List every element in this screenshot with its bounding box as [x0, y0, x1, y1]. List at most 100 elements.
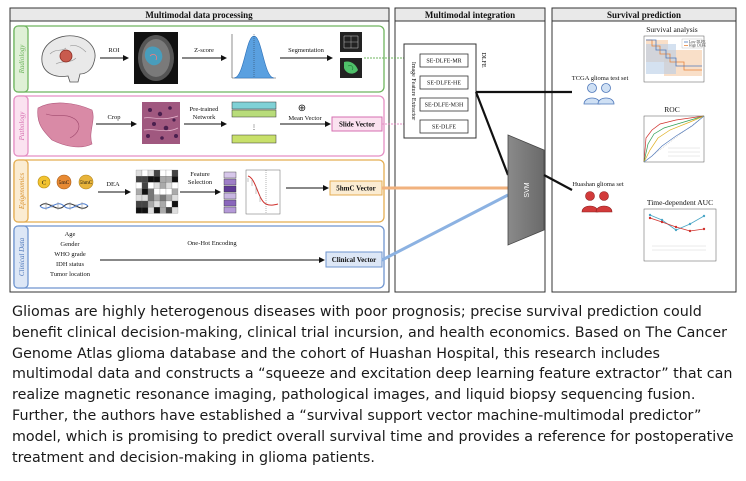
- km-legend-low: Low DLFE: [689, 40, 706, 44]
- heatmap-cell: [153, 176, 161, 183]
- clinical-field-age: Age: [65, 231, 76, 238]
- epigenomics-side-label: Epigenomics: [18, 173, 26, 210]
- huashan-set-label: Huashan glioma set: [572, 181, 623, 188]
- 5mc-label: 5mC: [59, 180, 70, 186]
- heatmap-cell: [147, 182, 155, 189]
- heatmap-cell: [171, 176, 179, 183]
- heatmap-cell: [147, 207, 155, 214]
- heatmap-cell: [147, 176, 155, 183]
- selected-features-bar: [223, 171, 237, 214]
- heatmap-cell: [153, 188, 161, 195]
- extractor-se-dlfe-he: [419, 75, 469, 90]
- brain-icon: [41, 35, 96, 83]
- heatmap-cell: [159, 200, 167, 208]
- clinical-field-tumor-location: Tumor location: [50, 271, 91, 278]
- extractor-se-dlfe-mr: [419, 53, 469, 68]
- dna-icon: [39, 202, 89, 210]
- heatmap-cell: [135, 176, 143, 183]
- dlfe-label: DLFE: [480, 53, 486, 68]
- dea-label: DEA: [106, 181, 120, 188]
- auc-curve-plot: [643, 208, 717, 262]
- segmentation-images: [340, 32, 362, 78]
- heatmap-cell: [171, 188, 179, 195]
- clinical-field-gender: Gender: [60, 241, 80, 248]
- histology-patch-image: [142, 102, 180, 144]
- distribution-plot: [231, 34, 276, 79]
- heatmap-cell: [171, 200, 179, 208]
- 5hmc-label: 5hmC: [80, 181, 93, 186]
- heatmap-cell: [171, 169, 179, 177]
- clinical-field-idh-status: IDH status: [56, 261, 84, 268]
- heatmap-cell: [147, 200, 155, 208]
- survival-title: Survival analysis: [646, 25, 698, 34]
- lasso-curve-plot: [245, 169, 281, 215]
- heatmap-cell: [141, 200, 149, 208]
- extractor-se-dlfe-mr-label: SE-DLFE-MR: [426, 59, 461, 65]
- heatmap-cell: [141, 169, 149, 177]
- radiology-side-label: Radiology: [18, 44, 26, 75]
- heatmap-cell: [135, 182, 143, 189]
- extractor-se-dlfe-m3h: [419, 97, 469, 112]
- pathology-side-label: Pathology: [18, 111, 26, 142]
- heatmap-cell: [159, 169, 167, 177]
- heatmap-cell: [147, 169, 155, 177]
- extractor-se-dlfe-he-label: SE-DLFE-HE: [427, 81, 461, 87]
- heatmap-cell: [153, 182, 161, 189]
- heatmap-cell: [153, 200, 161, 208]
- crop-label: Crop: [108, 114, 121, 121]
- heatmap-cell: [159, 194, 167, 202]
- heatmap-cell: [141, 188, 149, 195]
- feature-selection-label-2: Selection: [188, 179, 213, 186]
- heatmap-cell: [153, 169, 161, 177]
- svm-block: [507, 134, 545, 246]
- heatmap-cell: [135, 194, 143, 202]
- heatmap-cell: [141, 176, 149, 183]
- heatmap-cell: [165, 200, 173, 208]
- figure-caption: Gliomas are highly heterogenous diseases…: [12, 304, 734, 466]
- heatmap-cell: [147, 188, 155, 195]
- processing-title: Multimodal data processing: [145, 10, 253, 20]
- heatmap-cell: [141, 182, 149, 189]
- workflow-diagram: Multimodal data processing Multimodal in…: [9, 7, 737, 293]
- heatmap-cell: [165, 169, 173, 177]
- heatmap-cell: [165, 176, 173, 183]
- roc-curve-plot: [643, 115, 705, 163]
- heatmap-cell: [147, 194, 155, 202]
- huashan-patients-icon: [581, 191, 613, 213]
- heatmap-cell: [135, 169, 143, 177]
- svm-label: SVM: [524, 182, 531, 197]
- clinical-side-label: Clinical Data: [18, 237, 26, 276]
- methylation-icons: C 5mC 5hmC: [37, 174, 94, 190]
- roc-title: ROC: [664, 105, 679, 114]
- feature-selection-label-1: Feature: [190, 171, 210, 178]
- segmentation-label: Segmentation: [288, 47, 324, 54]
- feature-vectors: ⋮: [231, 101, 277, 144]
- clinical-field-who-grade: WHO grade: [54, 251, 86, 258]
- roi-label: ROI: [108, 47, 119, 54]
- mean-vector-label: Mean Vector: [288, 115, 322, 122]
- heatmap-cell: [141, 194, 149, 202]
- heatmap-cell: [159, 182, 167, 189]
- heatmap-cell: [135, 200, 143, 208]
- heatmap-cell: [165, 207, 173, 214]
- heatmap-cell: [159, 207, 167, 214]
- tcga-patients-icon: [583, 83, 615, 105]
- heatmap-cell: [165, 182, 173, 189]
- one-hot-label: One-Hot Encoding: [187, 240, 237, 247]
- plus-symbol: ⊕: [298, 103, 306, 114]
- heatmap-cell: [171, 194, 179, 202]
- slide-vector-label: Slide Vector: [339, 121, 375, 129]
- heatmap-cell: [165, 188, 173, 195]
- tcga-test-set-label: TCGA glioma test set: [572, 75, 629, 82]
- prediction-title: Survival prediction: [607, 10, 681, 20]
- image-feature-extractor-label: Image Feature Extractor: [410, 62, 416, 120]
- heatmap-cell: [171, 182, 179, 189]
- km-legend-high: High DLFE: [689, 44, 707, 48]
- extractor-se-dlfe: [419, 119, 469, 134]
- heatmap-cell: [141, 207, 149, 214]
- heatmap-cell: [159, 188, 167, 195]
- heatmap-cell: [135, 188, 143, 195]
- vector-dots: ⋮: [251, 124, 258, 131]
- zscore-label: Z-score: [194, 47, 214, 54]
- heatmap-cell: [153, 207, 161, 214]
